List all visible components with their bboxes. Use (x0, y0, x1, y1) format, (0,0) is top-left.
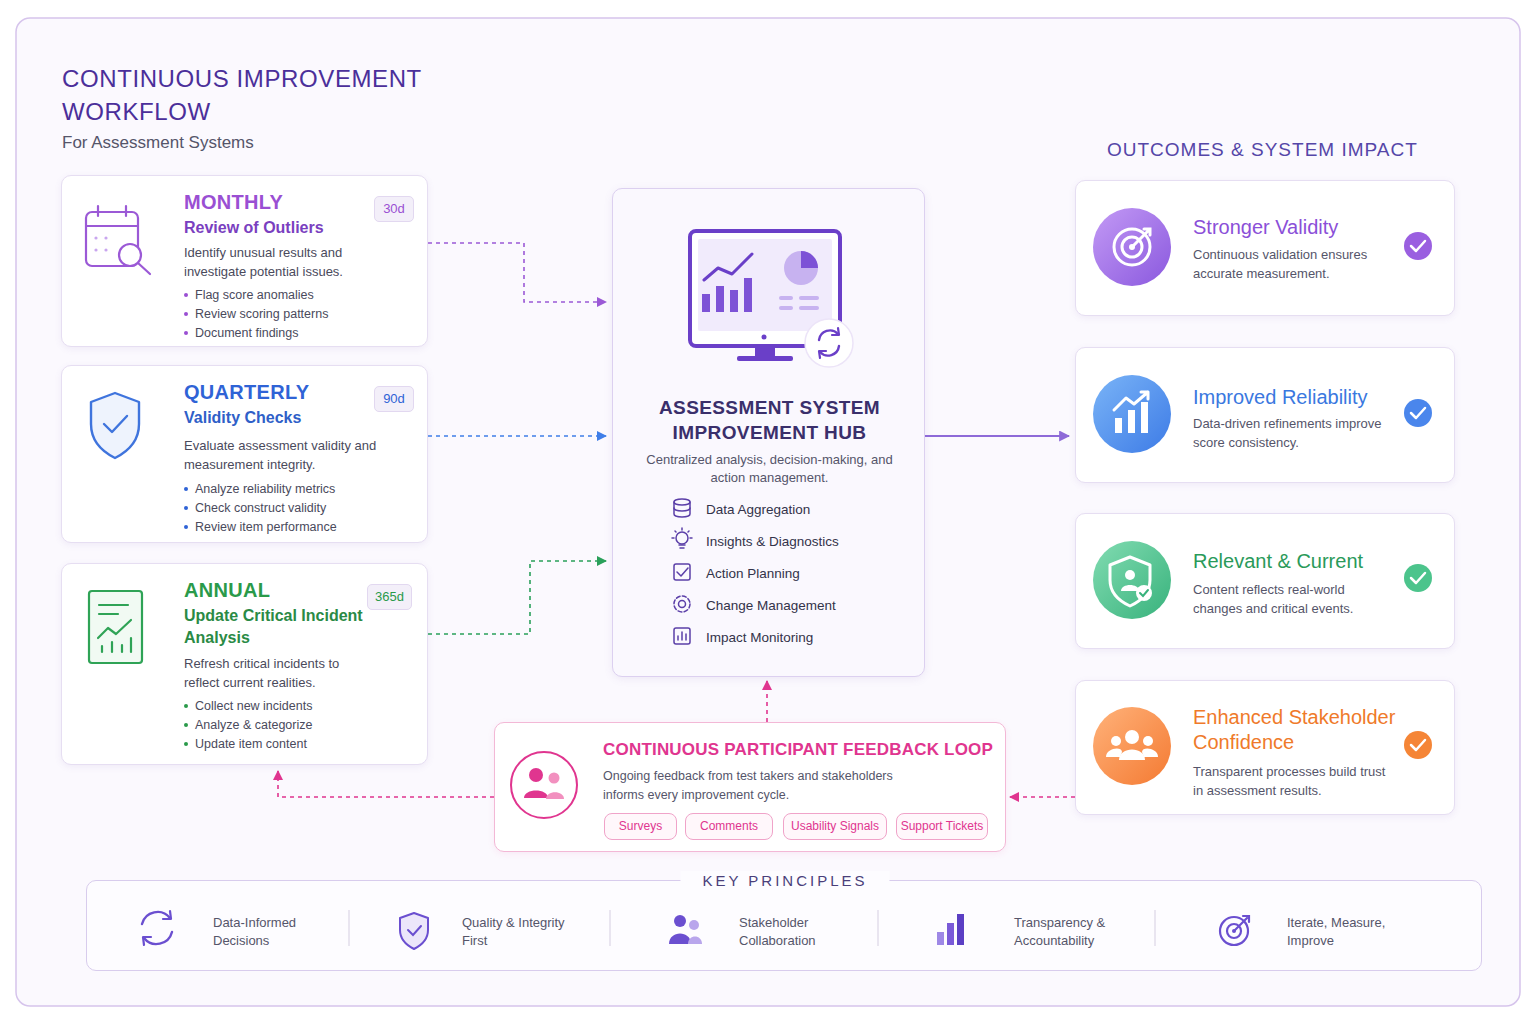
principle-icons (142, 910, 1249, 949)
flow-arrow (1010, 796, 1075, 798)
flow-arrow (766, 681, 768, 722)
card-heading: MONTHLY (184, 189, 384, 215)
hub-function: Change Management (706, 597, 906, 615)
section-heading: OUTCOMES & SYSTEM IMPACT (1107, 138, 1447, 163)
hub-function: Impact Monitoring (706, 629, 906, 647)
card-subheading: Update Critical Incident Analysis (184, 605, 369, 649)
shield-icon (91, 393, 139, 458)
hub-title: ASSESSMENT SYSTEM IMPROVEMENT HUB (637, 395, 902, 445)
principle-item: Data-Informed Decisions (213, 914, 313, 950)
validity-icon (1093, 208, 1171, 286)
task-item: Flag score anomalies (184, 287, 404, 303)
task-item: Analyze & categorize (184, 717, 404, 733)
feedback-box: CONTINUOUS PARTICIPANT FEEDBACK LOOP Ongo… (494, 722, 1006, 852)
check-marks (1404, 232, 1432, 759)
flow-arrow (428, 561, 606, 634)
hub-description: Centralized analysis, decision-making, a… (633, 451, 906, 487)
principle-item: Stakeholder Collaboration (739, 914, 839, 950)
tag-label: Support Tickets (897, 814, 987, 839)
reliability-icon (1093, 375, 1171, 453)
flow-arrow (428, 435, 606, 437)
relevance-icon (1093, 541, 1171, 619)
cycle-badge: 30d (374, 196, 414, 222)
principle-item: Transparency & Accountability (1014, 914, 1124, 950)
outcome-description: Content reflects real-world changes and … (1193, 580, 1393, 618)
feedback-tag: Comments (685, 813, 773, 840)
hub-function: Action Planning (706, 565, 906, 583)
task-item: Check construct validity (184, 500, 404, 516)
outcome-title: Enhanced Stakeholder Confidence (1193, 705, 1403, 755)
schedule-card: QUARTERLYValidity ChecksEvaluate assessm… (61, 365, 428, 543)
feedback-tag: Support Tickets (896, 813, 988, 840)
card-subheading: Validity Checks (184, 407, 404, 429)
card-heading: ANNUAL (184, 577, 384, 603)
task-item: Document findings (184, 325, 404, 341)
card-description: Identify unusual results and investigate… (184, 243, 384, 281)
hub-list-icons (672, 499, 692, 644)
card-description: Evaluate assessment validity and measure… (184, 436, 384, 474)
flow-arrow (278, 771, 494, 797)
feedback-title: CONTINUOUS PARTICIPANT FEEDBACK LOOP (603, 739, 1003, 761)
outcome-card: Improved ReliabilityData-driven refineme… (1075, 347, 1455, 483)
tag-label: Surveys (605, 814, 676, 839)
document-icon (89, 591, 142, 663)
card-description: Refresh critical incidents to reflect cu… (184, 654, 359, 692)
schedule-card: MONTHLYReview of OutliersIdentify unusua… (61, 175, 428, 347)
feedback-tag: Usability Signals (783, 813, 887, 840)
flow-arrow (428, 243, 606, 302)
calendar-icon (86, 206, 150, 274)
task-item: Update item content (184, 736, 404, 752)
outer-frame (16, 18, 1520, 1006)
hub-function: Data Aggregation (706, 501, 906, 519)
task-item: Review item performance (184, 519, 404, 535)
hub-function: Insights & Diagnostics (706, 533, 906, 551)
principle-item: Quality & Integrity First (462, 914, 577, 950)
outcome-description: Data-driven refinements improve score co… (1193, 414, 1393, 452)
outcome-description: Transparent processes build trust in ass… (1193, 762, 1393, 800)
principle-item: Iterate, Measure, Improve (1287, 914, 1397, 950)
card-subheading: Review of Outliers (184, 217, 404, 239)
outcome-title: Relevant & Current (1193, 549, 1423, 574)
card-heading: QUARTERLY (184, 379, 384, 405)
outcome-title: Stronger Validity (1193, 215, 1423, 240)
outcome-card: Enhanced Stakeholder ConfidenceTranspare… (1075, 680, 1455, 815)
cycle-badge: 365d (367, 584, 412, 610)
task-item: Review scoring patterns (184, 306, 404, 322)
task-item: Analyze reliability metrics (184, 481, 404, 497)
flow-arrow (925, 435, 1069, 437)
task-item: Collect new incidents (184, 698, 404, 714)
feedback-tag: Surveys (604, 813, 677, 840)
outcome-description: Continuous validation ensures accurate m… (1193, 245, 1393, 283)
outcome-title: Improved Reliability (1193, 385, 1423, 410)
principles-heading: KEY PRINCIPLES (680, 871, 889, 891)
schedule-card: ANNUALUpdate Critical Incident AnalysisR… (61, 563, 428, 765)
tag-label: Usability Signals (784, 814, 886, 839)
outcome-card: Relevant & CurrentContent reflects real-… (1075, 513, 1455, 649)
principles-band: KEY PRINCIPLESData-Informed DecisionsQua… (86, 880, 1482, 971)
hub-box: ASSESSMENT SYSTEM IMPROVEMENT HUB Central… (612, 188, 925, 677)
feedback-description: Ongoing feedback from test takers and st… (603, 767, 923, 805)
subtitle: For Assessment Systems (62, 132, 362, 154)
outcome-card: Stronger ValidityContinuous validation e… (1075, 180, 1455, 316)
cycle-badge: 90d (374, 386, 414, 412)
confidence-icon (1093, 707, 1171, 785)
diagram-title: CONTINUOUS IMPROVEMENT WORKFLOW (62, 62, 442, 128)
people-icon (511, 752, 577, 818)
monitor-illustration (690, 231, 853, 367)
tag-label: Comments (686, 814, 772, 839)
